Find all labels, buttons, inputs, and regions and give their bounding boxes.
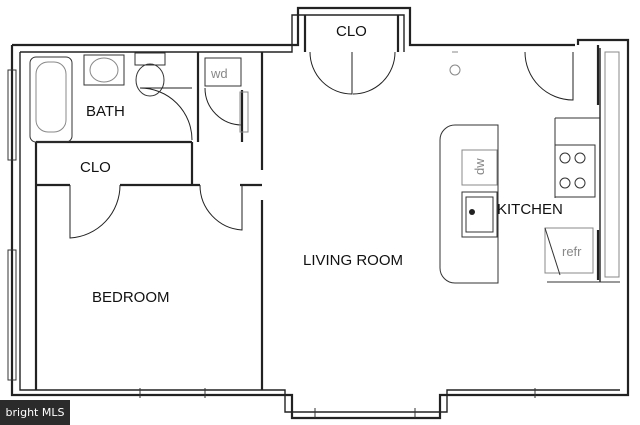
bedroom-label: BEDROOM [92, 289, 170, 306]
kitchen-label: KITCHEN [497, 201, 563, 218]
clo-top-label: CLO [336, 23, 367, 40]
cooktop [554, 144, 596, 198]
refrigerator-label: refr [562, 244, 582, 259]
watermark-badge: bright MLS [0, 400, 70, 425]
bathtub [29, 56, 73, 143]
dishwasher-label: dw [472, 158, 487, 175]
clo-mid-label: CLO [80, 159, 111, 176]
door-swings [69, 51, 574, 239]
dishwasher [461, 149, 498, 186]
washer-dryer-label: wd [210, 66, 228, 81]
exterior-walls [7, 6, 630, 420]
bath-label: BATH [86, 103, 125, 120]
kitchen-island [439, 124, 499, 284]
living-room-label: LIVING ROOM [303, 252, 403, 269]
toilet-bowl [135, 63, 165, 97]
kitchen-sink [461, 191, 498, 238]
washer-dryer [204, 57, 242, 87]
sink [83, 54, 125, 86]
kitchen-fixtures [439, 48, 620, 284]
refrigerator [544, 227, 594, 274]
bath-fixtures [29, 52, 249, 143]
toilet-tank [134, 52, 166, 66]
